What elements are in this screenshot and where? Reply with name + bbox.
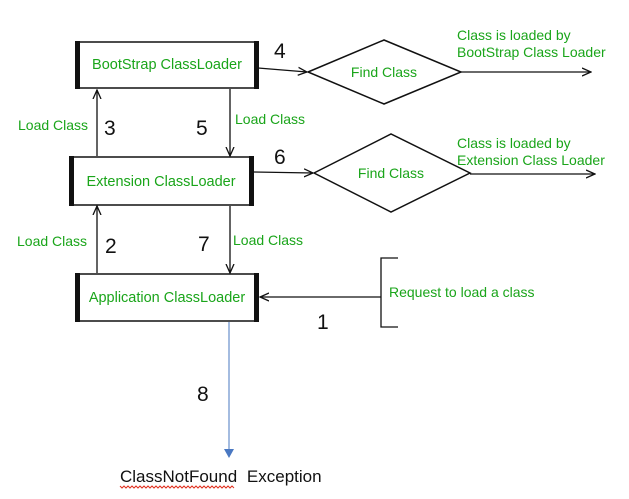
exception-label: ClassNotFound Exception [120,467,322,486]
extension-classloader-box: Extension ClassLoader [69,156,254,206]
application-classloader-label: Application ClassLoader [89,290,246,306]
step-number-4: 4 [274,40,286,63]
find-class-diamond-top: Find Class [306,39,463,105]
step-number-8: 8 [197,383,209,406]
step-number-1: 1 [317,311,329,334]
application-classloader-box: Application ClassLoader [75,273,259,322]
extension-classloader-label: Extension ClassLoader [86,174,235,190]
exception-word-classnotfound: ClassNotFound [120,467,237,486]
result-top-line1: Class is loaded by [457,27,571,43]
request-bracket [380,257,398,328]
find-class-label-middle: Find Class [358,165,424,181]
load-class-label-2: Load Class [17,233,87,249]
step-number-5: 5 [196,117,208,140]
result-middle-line2: Extension Class Loader [457,152,605,168]
result-middle-line1: Class is loaded by [457,135,571,151]
find-class-diamond-middle: Find Class [312,133,472,213]
bootstrap-classloader-label: BootStrap ClassLoader [92,57,242,73]
arrow-bootstrap-to-findclass [257,68,307,72]
spellcheck-underline [119,485,235,489]
load-class-label-3: Load Class [18,117,88,133]
find-class-label-top: Find Class [351,64,417,80]
step-number-3: 3 [104,117,116,140]
arrow-extension-to-findclass [252,172,313,173]
result-top-line2: BootStrap Class Loader [457,44,606,60]
bootstrap-classloader-box: BootStrap ClassLoader [75,41,259,89]
load-class-label-7: Load Class [233,232,303,248]
step-number-2: 2 [105,235,117,258]
step-number-7: 7 [198,233,210,256]
load-class-label-5: Load Class [235,111,305,127]
step-number-6: 6 [274,146,286,169]
request-label: Request to load a class [389,284,535,300]
exception-word-exception: Exception [247,467,322,486]
